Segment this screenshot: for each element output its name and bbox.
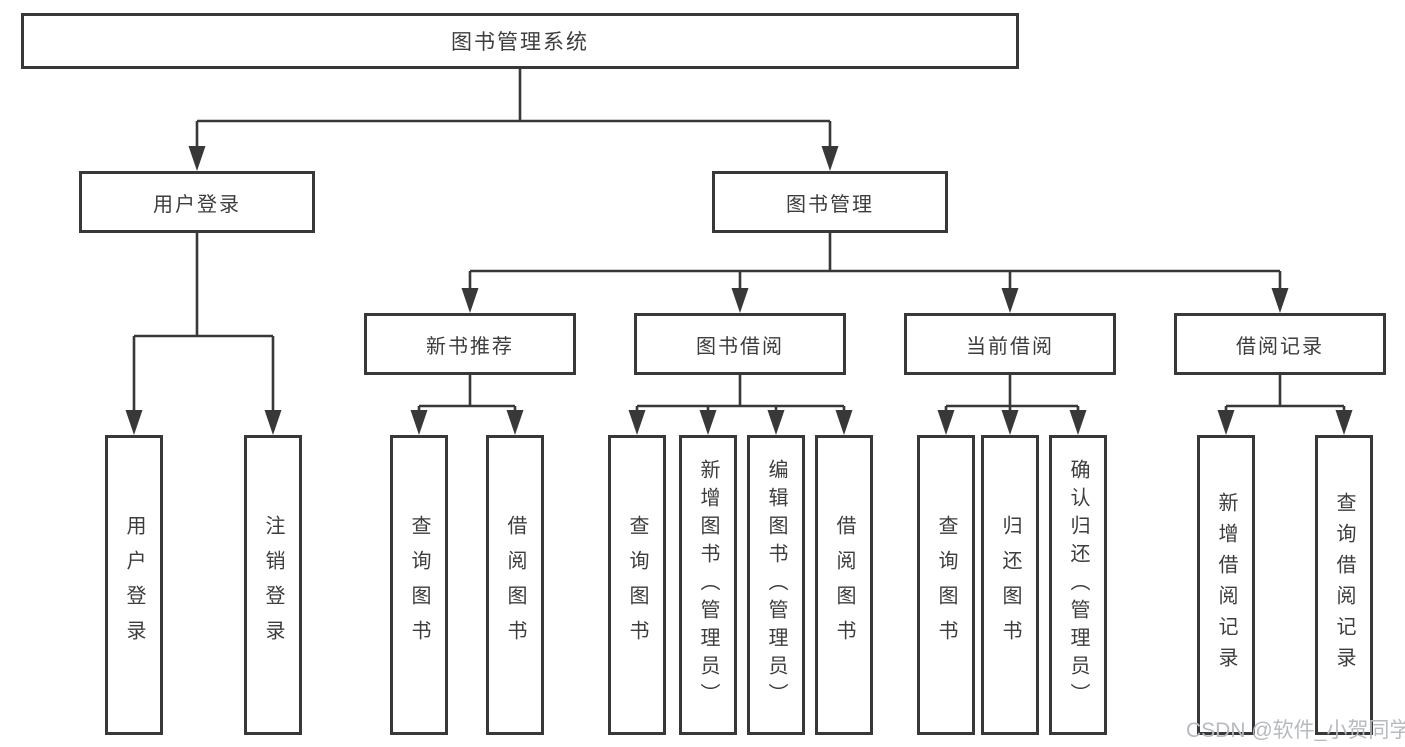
node-current-borrow: 当前借阅 [904, 313, 1116, 375]
node-leaf-edit-books-admin: 编辑图书（管理员） [747, 435, 805, 735]
node-leaf-query-books-current: 查询图书 [917, 435, 975, 735]
node-leaf-add-borrow-record: 新增借阅记录 [1197, 435, 1255, 735]
node-leaf-confirm-return-admin: 确认归还（管理员） [1049, 435, 1107, 735]
node-user-login-branch: 用户登录 [79, 171, 315, 233]
node-borrow-records: 借阅记录 [1174, 313, 1386, 375]
node-leaf-query-borrow-record: 查询借阅记录 [1315, 435, 1373, 735]
arrowhead-icons [125, 146, 1353, 435]
node-leaf-user-login: 用户登录 [105, 435, 163, 735]
node-leaf-add-books-admin: 新增图书（管理员） [679, 435, 737, 735]
node-library-system: 图书管理系统 [21, 13, 1019, 69]
node-leaf-query-books-recommend: 查询图书 [390, 435, 448, 735]
node-leaf-query-books-borrow: 查询图书 [608, 435, 666, 735]
node-leaf-borrow-books: 借阅图书 [815, 435, 873, 735]
csdn-watermark: CSDN @软件_小贺同学 [1186, 719, 1405, 742]
node-new-book-recommend: 新书推荐 [364, 313, 576, 375]
node-leaf-return-books: 归还图书 [981, 435, 1039, 735]
node-leaf-borrow-books-recommend: 借阅图书 [486, 435, 544, 735]
node-leaf-logout: 注销登录 [244, 435, 302, 735]
node-book-borrow: 图书借阅 [634, 313, 846, 375]
node-book-management: 图书管理 [712, 171, 948, 233]
